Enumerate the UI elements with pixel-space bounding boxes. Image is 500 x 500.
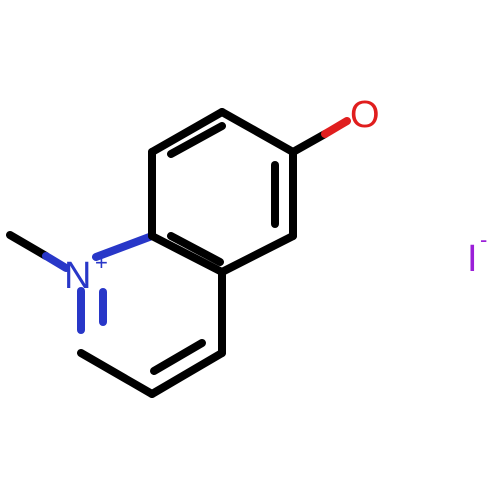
bond-c2-c3 [77,349,156,398]
bond-methyl-n-colored [42,252,70,272]
nitrogen-charge-label: + [95,250,108,275]
bond-c8a-c4a-double [167,232,224,266]
bond-c8-c7-double [167,122,226,158]
oxygen-atom-label: O [350,94,380,136]
bond-c6-o-colored [321,117,351,138]
bond-c7-c6 [218,108,297,156]
bond-c8a-c4a [148,232,226,276]
bond-methyl-n [6,231,50,260]
bond-c3-c4-double [150,339,206,375]
bond-c3-c4 [148,349,226,398]
bond-c6-o [289,130,329,156]
iodide-charge-label: - [480,227,487,252]
bond-n-c8a [92,232,156,261]
bond-c8-c7 [148,108,226,156]
bond-c5-c4a [218,232,297,276]
iodide-ion-label: I [467,238,478,280]
nitrogen-atom-label: N [64,255,91,297]
